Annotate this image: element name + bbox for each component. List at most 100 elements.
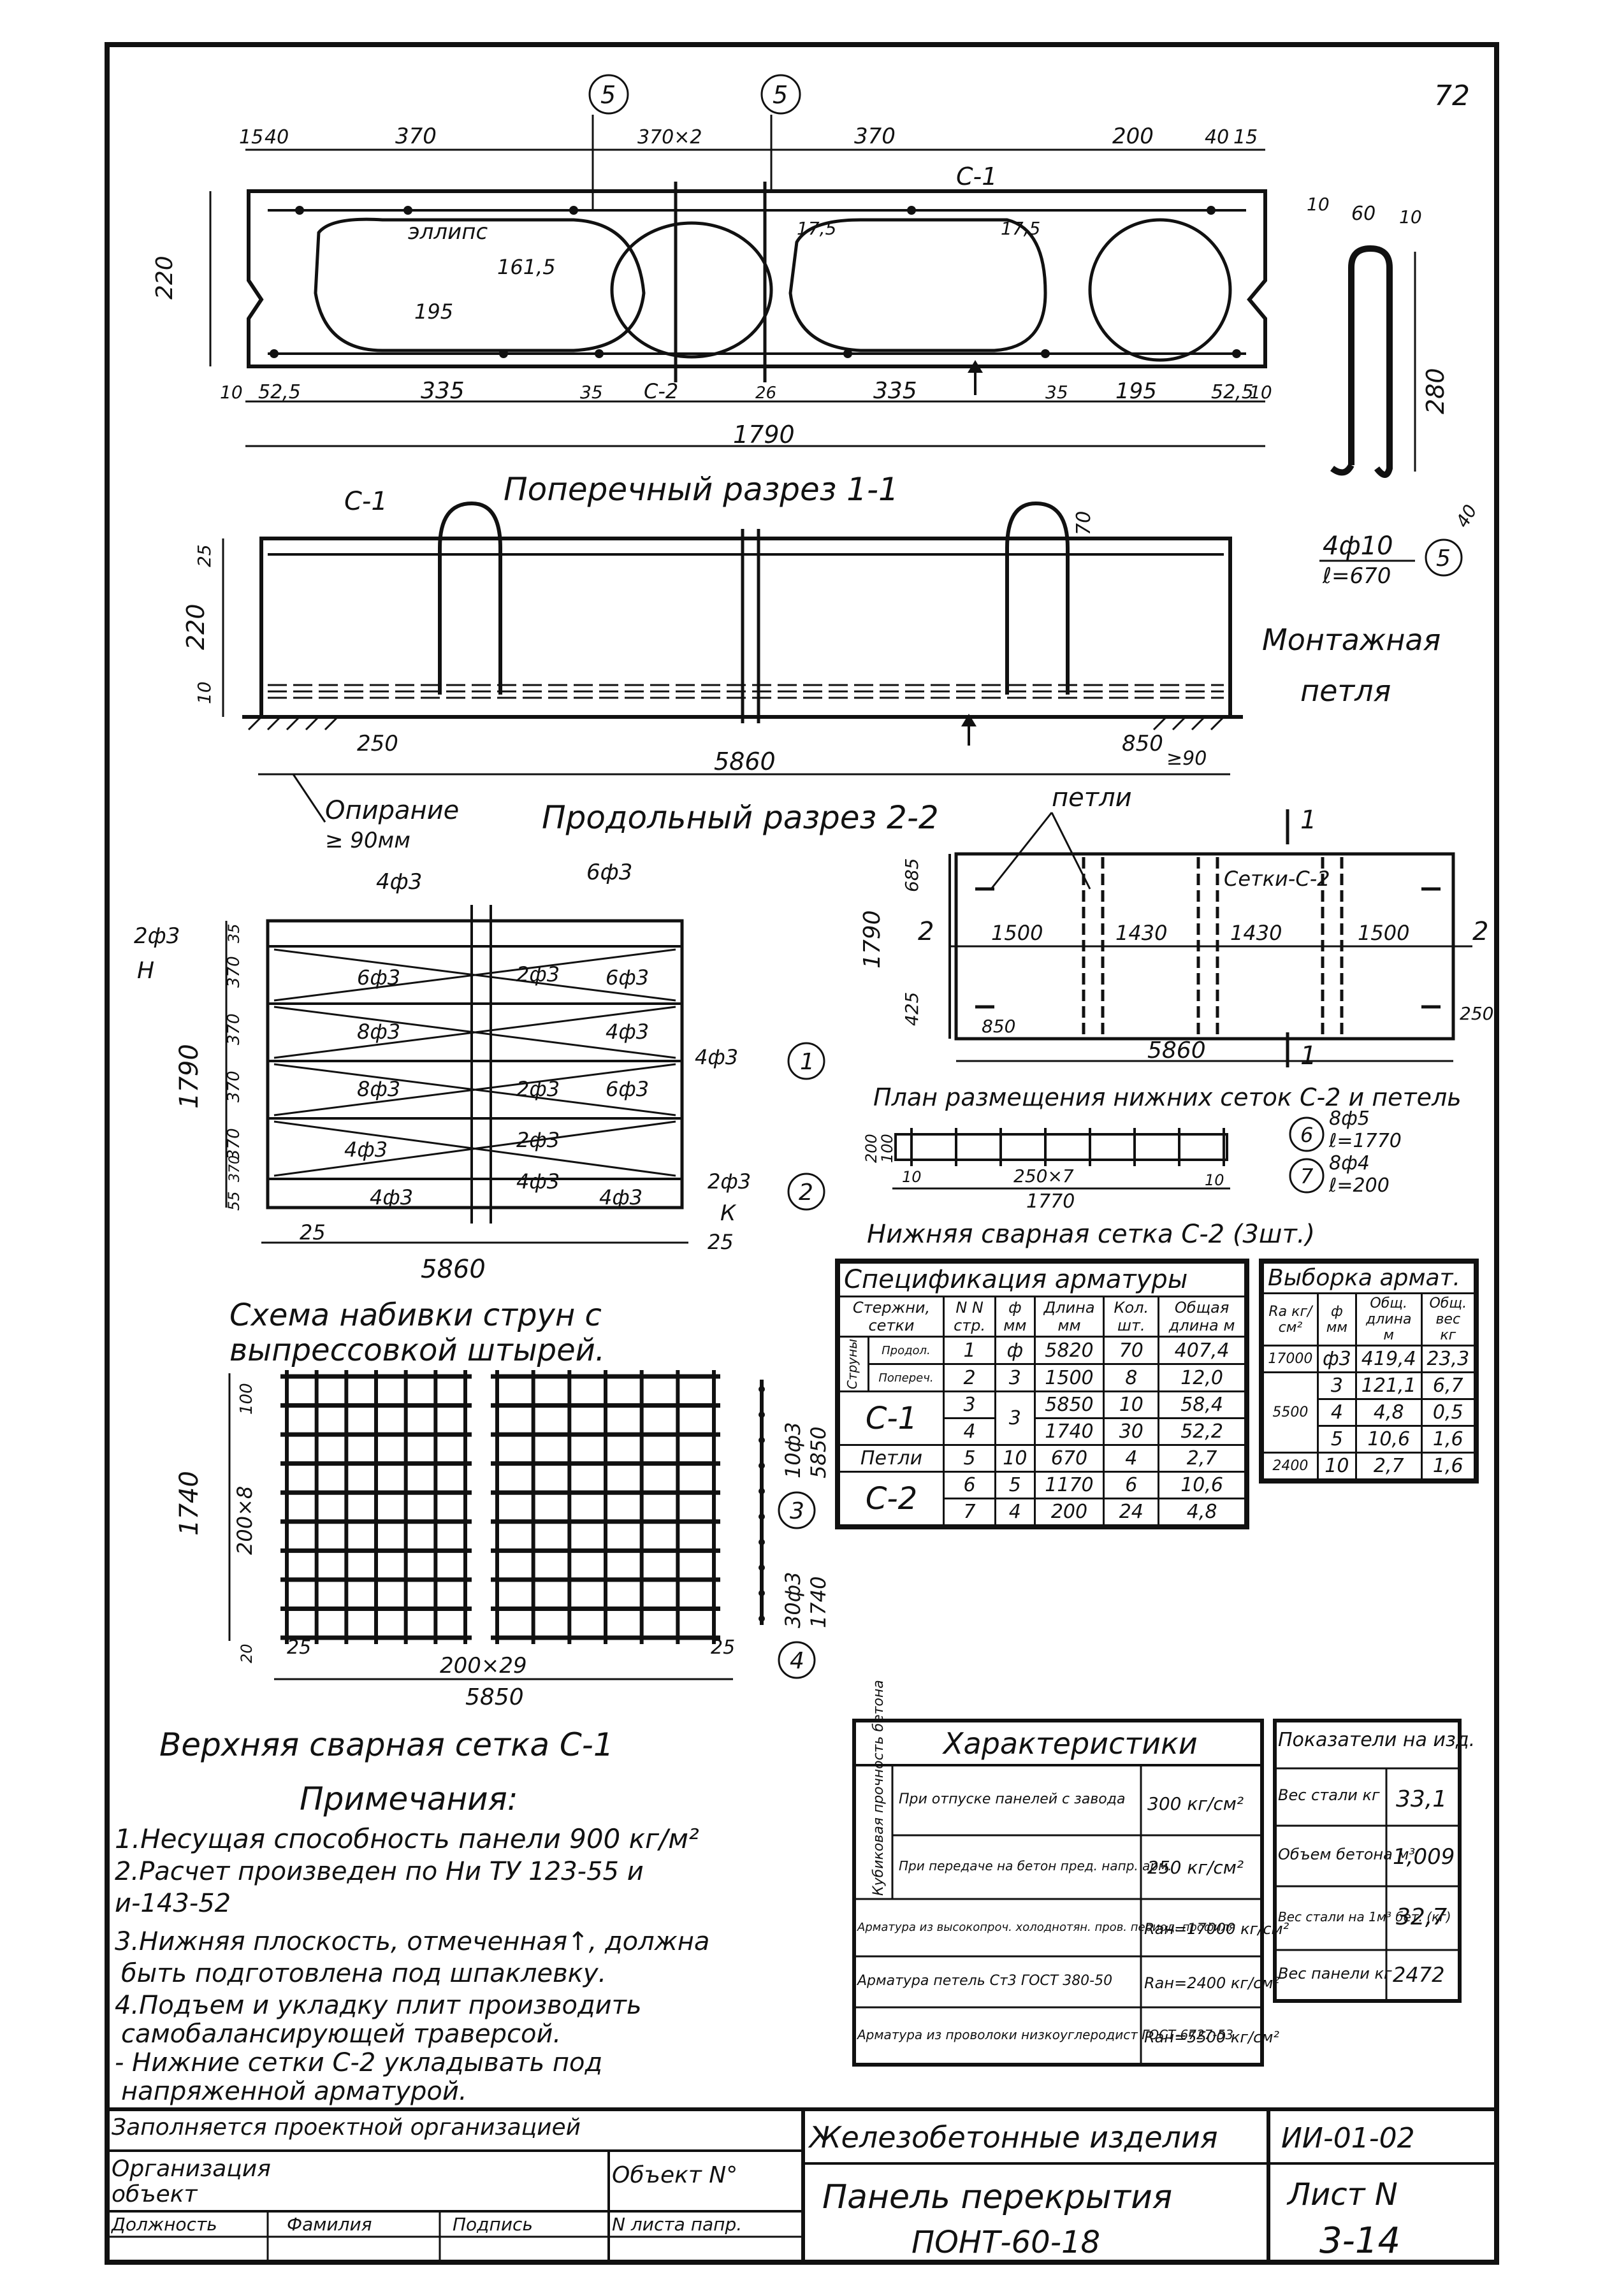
- plan-cut-1-bottom: 1: [1300, 1041, 1316, 1071]
- dim-total-1790: 1790: [733, 421, 795, 449]
- char-row-5-label: Арматура из проволоки низкоуглеродист ГО…: [856, 2027, 1233, 2042]
- plan-nets-label: Сетки-С-2: [1224, 867, 1330, 891]
- strand-bar-14: 4ф3: [344, 1137, 388, 1162]
- c1-len3: 5850: [806, 1427, 831, 1478]
- section-2-2-dim-850: 850: [1122, 731, 1163, 756]
- section-2-2-dim-220: 220: [182, 603, 210, 650]
- sel-h-ra: Ra кг/см²: [1260, 1292, 1319, 1347]
- strand-dim-370-4: 370: [224, 1128, 243, 1160]
- section-2-2-total: 5860: [714, 747, 776, 776]
- tb-object-no: Объект N°: [612, 2162, 737, 2188]
- ellipse-label: эллипс: [408, 219, 488, 245]
- spec-r2-sub: Попереч.: [867, 1362, 945, 1393]
- dim-top-40: 40: [265, 126, 289, 148]
- spec-r6-n: 6: [943, 1471, 997, 1500]
- dim-left-220: 220: [152, 256, 178, 300]
- plan-dim-250: 250: [1460, 1003, 1493, 1024]
- notes-title: Примечания:: [300, 1780, 518, 1817]
- dim-195-inner: 195: [414, 300, 453, 324]
- marker-5-left: 5: [600, 81, 616, 109]
- spec-r5-d: 10: [994, 1444, 1036, 1473]
- spec-r1-total: 407,4: [1158, 1336, 1248, 1365]
- c2-dim-200: 200: [862, 1134, 880, 1163]
- tb-col-position: Должность: [110, 2214, 217, 2235]
- note-line-3: и-143-52: [115, 1889, 231, 1918]
- dim-bot-10: 10: [220, 382, 243, 403]
- strand-bar-5: 2ф3: [516, 962, 560, 986]
- title-block: Заполняется проектной организацией Орган…: [107, 2107, 1497, 2262]
- tb-sheet-no: 3-14: [1319, 2220, 1400, 2262]
- strand-scheme: 4ф3 6ф3 2ф3 Н 6ф3 2ф3 6ф3 8ф3 4ф3 8ф3 2ф…: [134, 860, 825, 1368]
- dim-top-200: 200: [1112, 124, 1154, 149]
- spec-r4-qty: 30: [1103, 1417, 1160, 1447]
- spec-r3-len: 5850: [1033, 1390, 1105, 1420]
- spec-r6-group: С-2: [836, 1471, 945, 1528]
- spec-r3-group: С-1: [836, 1390, 945, 1447]
- loop-bar: 4ф10: [1323, 531, 1393, 561]
- c1-dim-200x29: 200×29: [440, 1653, 527, 1679]
- c2-dim-250x7: 250×7: [1013, 1166, 1074, 1187]
- spec-r7-n: 7: [943, 1498, 997, 1528]
- strand-bar-15: 4ф3: [370, 1185, 413, 1209]
- plan-dim-1430-b: 1430: [1230, 921, 1282, 945]
- plan-cut-2-left: 2: [918, 917, 934, 946]
- c2-marker-7: 7: [1300, 1164, 1314, 1188]
- char-row-5-value: Raн=5500 кг/см²: [1144, 2028, 1279, 2046]
- c2-dim-10a: 10: [902, 1168, 922, 1186]
- c1-marker-4: 4: [790, 1648, 804, 1674]
- strand-dim-35: 35: [225, 923, 243, 943]
- dim-bot-52-5b: 52,5: [1211, 381, 1254, 403]
- sel-r2-len: 121,1: [1354, 1371, 1423, 1400]
- char-row-3-label: Арматура из высокопроч. холоднотян. пров…: [857, 1921, 1235, 1934]
- tb-category: Железобетонные изделия: [808, 2120, 1218, 2155]
- ind-row-2-label: Объем бетона м³: [1278, 1845, 1415, 1863]
- sel-r3-w: 0,5: [1420, 1398, 1477, 1427]
- spec-r1-d: ф: [994, 1336, 1036, 1365]
- strand-H: Н: [137, 958, 154, 984]
- dim-bot-52-5: 52,5: [258, 381, 301, 403]
- dim-bot-335-b: 335: [873, 378, 917, 404]
- spec-h-len: Длина мм: [1033, 1296, 1105, 1338]
- c1-dim-1740: 1740: [175, 1471, 204, 1536]
- spec-r1-len: 5820: [1033, 1336, 1105, 1365]
- char-title: Характеристики: [942, 1726, 1198, 1761]
- strand-dim-370-3: 370: [224, 1071, 243, 1102]
- dim-top-15b: 15: [1233, 126, 1258, 148]
- spec-r4-len: 1740: [1033, 1417, 1105, 1447]
- ind-row-4-label: Вес панели кг: [1278, 1965, 1392, 1982]
- plan-dim-1500-b: 1500: [1358, 921, 1409, 945]
- ind-row-3-value: 32,7: [1396, 1904, 1447, 1930]
- support-label: Опирание: [325, 796, 459, 825]
- loop-dim-10a: 10: [1307, 194, 1330, 215]
- spec-h-d: ф мм: [994, 1296, 1036, 1338]
- lifting-loop-detail: 10 60 10 280 40 4ф10 ℓ=670 5 Монтажная п…: [1262, 194, 1481, 708]
- dim-top-40b: 40: [1205, 126, 1229, 148]
- ind-title: Показатели на изд.: [1278, 1729, 1475, 1751]
- c2-len7: ℓ=200: [1328, 1174, 1390, 1197]
- c1-dim-25b: 25: [711, 1636, 735, 1659]
- dim-bot-335-a: 335: [421, 378, 465, 404]
- tb-name-2: ПОНТ-60-18: [911, 2225, 1100, 2260]
- tb-col-sheet: N листа папр.: [612, 2214, 742, 2235]
- spec-r2-len: 1500: [1033, 1362, 1105, 1393]
- char-row-2-label: При передаче на бетон пред. напр. арм.: [899, 1858, 1172, 1874]
- sel-r2-ra: 5500: [1260, 1371, 1319, 1454]
- strand-bar-17: 2ф3: [708, 1169, 751, 1194]
- section-2-2-dim-10: 10: [194, 681, 215, 704]
- cross-section-title: Поперечный разрез 1-1: [504, 471, 899, 508]
- loop-dim-60: 60: [1351, 203, 1376, 225]
- strand-bar-2: 6ф3: [586, 860, 632, 885]
- ind-row-2-value: 1,009: [1393, 1844, 1455, 1870]
- section-2-2-dim-250: 250: [357, 731, 398, 756]
- c1-dim-20: 20: [238, 1643, 256, 1663]
- spec-r5-total: 2,7: [1158, 1444, 1248, 1473]
- label-c2-section: С-2: [644, 379, 678, 403]
- longitudinal-section-title: Продольный разрез 2-2: [542, 799, 939, 836]
- sel-r3-len: 4,8: [1354, 1398, 1423, 1427]
- spec-r3-n: 3: [943, 1390, 997, 1420]
- tb-fill-note: Заполняется проектной организацией: [112, 2114, 581, 2141]
- strand-bar-9: 8ф3: [357, 1077, 400, 1101]
- spec-r2-total: 12,0: [1158, 1362, 1248, 1393]
- plan-loops-label: петли: [1052, 783, 1132, 812]
- spec-r3-total: 58,4: [1158, 1390, 1248, 1420]
